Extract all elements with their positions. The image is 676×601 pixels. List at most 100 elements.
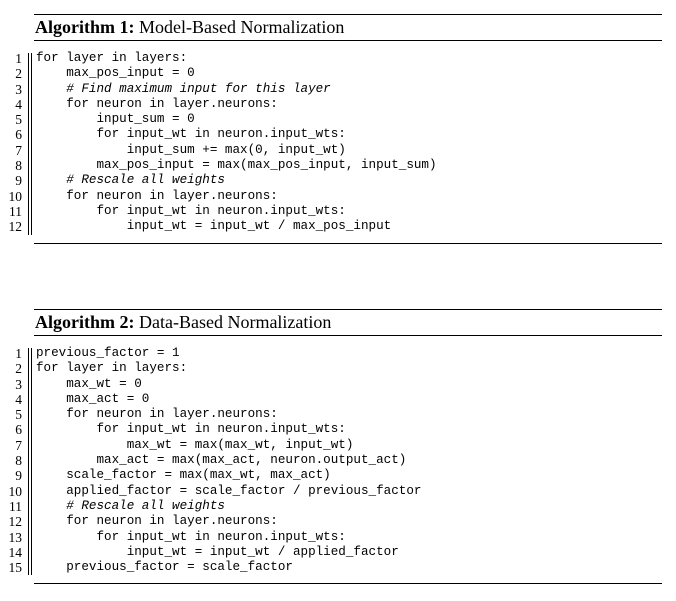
line-number: 15 [8,560,23,576]
line-number: 8 [15,453,22,469]
code-text: for input_wt in neuron.input_wts: [36,529,346,544]
line-number: 9 [15,173,22,189]
code-line: 12 input_wt = input_wt / max_pos_input [9,219,662,234]
line-number: 9 [15,468,22,484]
code-text: for input_wt in neuron.input_wts: [36,203,346,218]
line-number: 4 [15,391,22,407]
algorithm-block-1: Algorithm 1: Model-Based Normalization 1… [9,14,662,244]
code-line: 7 max_wt = max(max_wt, input_wt) [15,437,662,453]
code-text: for layer in layers: [36,361,188,376]
code-text: applied_factor = scale_factor / previous… [36,483,422,498]
algorithm-name: Model-Based Normalization [138,17,345,37]
code-line: 12 for neuron in layer.neurons: [9,514,662,529]
code-line: 15 previous_factor = scale_factor [9,560,662,575]
code-text: for input_wt in neuron.input_wts: [36,127,346,142]
code-line: 4 for neuron in layer.neurons: [15,96,662,112]
top-rule [34,309,662,310]
line-number: 1 [15,51,22,66]
code-line: 9 scale_factor = max(max_wt, max_act) [15,468,662,483]
code-text: max_act = 0 [36,391,150,406]
code-text: input_wt = input_wt / applied_factor [36,544,399,559]
line-number: 11 [9,203,22,219]
line-number: 3 [15,81,22,97]
line-number: 5 [15,407,22,423]
line-number: 10 [8,188,23,204]
code-text: previous_factor = 1 [36,346,180,360]
code-text: max_pos_input = 0 [36,66,195,81]
code-text: for neuron in layer.neurons: [36,514,278,529]
code-line: 3 max_wt = 0 [15,376,662,392]
code-line: 2 max_pos_input = 0 [15,66,662,81]
line-number: 7 [15,437,22,453]
line-number: 10 [8,483,23,499]
code-text: max_pos_input = max(max_pos_input, input… [36,158,437,173]
line-number: 2 [15,361,22,377]
code-text: for layer in layers: [36,51,188,65]
line-number-bar [31,348,32,576]
algorithm-name: Data-Based Normalization [138,312,332,332]
code-line: 5 for neuron in layer.neurons: [15,407,662,422]
code-line: 11 for input_wt in neuron.input_wts: [9,203,662,219]
title-rule [34,40,662,41]
line-number-bar [28,53,29,235]
code-line: 1 for layer in layers: [15,51,662,66]
line-number: 1 [15,346,22,361]
algorithm-label: Algorithm 1: [35,17,135,37]
code-text: previous_factor = scale_factor [36,560,293,575]
title-rule [34,335,662,336]
code-text: for neuron in layer.neurons: [36,188,278,203]
algorithm-label: Algorithm 2: [35,312,135,332]
bottom-rule [34,242,662,244]
line-number-bar [28,348,29,576]
code-line: 1 previous_factor = 1 [15,346,662,361]
code-comment: # Find maximum input for this layer [36,81,331,96]
line-number: 12 [8,514,23,530]
line-number: 14 [8,544,23,560]
line-number: 7 [15,142,22,158]
line-number: 11 [9,498,22,514]
code-line: 8 max_pos_input = max(max_pos_input, inp… [15,158,662,173]
code-text: input_sum = 0 [36,112,195,127]
code-text: for input_wt in neuron.input_wts: [36,422,346,437]
code-listing: 1 previous_factor = 1 2 for layer in layers… [9,346,662,576]
line-number: 13 [8,529,23,545]
code-comment: # Rescale all weights [36,498,225,513]
code-text: max_act = max(max_act, neuron.output_act… [36,453,407,468]
code-text: max_wt = max(max_wt, input_wt) [36,437,354,452]
code-line: 9 # Rescale all weights [15,173,662,188]
algorithm-title: Algorithm 2: Data-Based Normalization [34,310,662,335]
code-line: 11 # Rescale all weights [9,498,662,514]
code-line: 4 max_act = 0 [15,391,662,407]
code-text: input_wt = input_wt / max_pos_input [36,219,392,234]
code-line: 7 input_sum += max(0, input_wt) [15,142,662,158]
top-rule [34,14,662,15]
code-line: 6 for input_wt in neuron.input_wts: [15,422,662,437]
code-line: 10 applied_factor = scale_factor / previ… [9,483,662,499]
line-number: 2 [15,66,22,82]
bottom-rule [34,583,662,585]
code-line: 3 # Find maximum input for this layer [15,81,662,97]
code-text: input_sum += max(0, input_wt) [36,142,346,157]
code-text: for neuron in layer.neurons: [36,407,278,422]
code-line: 2 for layer in layers: [15,361,662,376]
code-line: 6 for input_wt in neuron.input_wts: [15,127,662,142]
line-number: 6 [15,127,22,143]
code-text: for neuron in layer.neurons: [36,96,278,111]
code-line: 10 for neuron in layer.neurons: [9,188,662,204]
code-comment: # Rescale all weights [36,173,225,188]
line-number: 5 [15,112,22,128]
code-line: 8 max_act = max(max_act, neuron.output_a… [15,453,662,468]
algorithm-title: Algorithm 1: Model-Based Normalization [34,15,662,40]
line-number: 8 [15,158,22,174]
line-number: 12 [8,219,23,235]
code-line: 14 input_wt = input_wt / applied_factor [9,544,662,560]
line-number: 6 [15,422,22,438]
code-text: scale_factor = max(max_wt, max_act) [36,468,331,483]
code-line: 5 input_sum = 0 [15,112,662,127]
code-text: max_wt = 0 [36,376,142,391]
code-line: 13 for input_wt in neuron.input_wts: [9,529,662,545]
line-number: 3 [15,376,22,392]
line-number: 4 [15,96,22,112]
